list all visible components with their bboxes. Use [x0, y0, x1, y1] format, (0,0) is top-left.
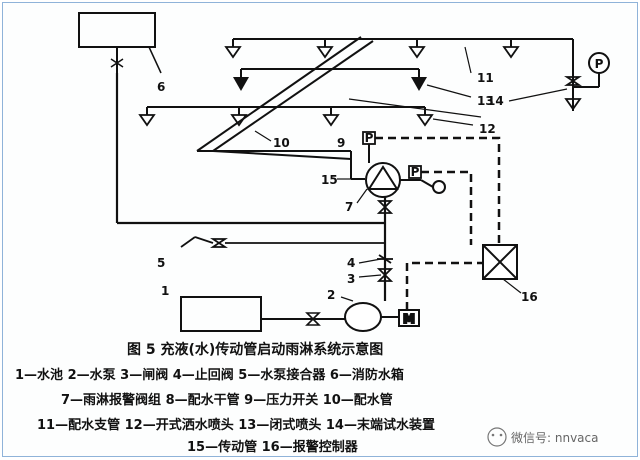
svg-text:M: M: [403, 312, 415, 326]
figure-caption: 图 5 充液(水)传动管启动雨淋系统示意图: [127, 341, 383, 358]
label-4: 4: [347, 256, 355, 270]
pressure-switch: P: [362, 131, 376, 163]
label-2: 2: [327, 288, 335, 302]
label-13: 13: [477, 94, 494, 108]
end-test-device: [564, 76, 582, 111]
label-12: 12: [479, 122, 496, 136]
label-11: 11: [477, 71, 494, 85]
watermark: 微信号: nnvaca: [487, 427, 598, 447]
distribution-pipe: [146, 106, 426, 115]
signal-lines: [375, 136, 501, 310]
label-7: 7: [345, 200, 353, 214]
watermark-text: 微信号: nnvaca: [511, 431, 598, 445]
water-pump: M: [344, 302, 420, 332]
label-5: 5: [157, 256, 165, 270]
main-feed-pipe: [196, 36, 374, 160]
label-10: 10: [273, 136, 290, 150]
alarm-controller: [482, 244, 518, 280]
label-14: 14: [487, 94, 504, 108]
label-1: 1: [161, 284, 169, 298]
legend-line-3: 11—配水支管 12—开式洒水喷头 13—闭式喷头 14—末端试水装置: [37, 417, 435, 433]
fire-water-tank: [78, 12, 162, 74]
transmission-pipe: [350, 159, 365, 180]
pump-adapter: [180, 236, 385, 248]
open-sprinkler-head-row-low: [138, 114, 434, 127]
tank-supply-pipe: [115, 73, 385, 225]
deluge-alarm-valve: [365, 162, 446, 198]
gate-valve-upper: [376, 200, 394, 214]
label-9: 9: [337, 136, 345, 150]
svg-text:P: P: [595, 57, 604, 71]
label-15: 15: [321, 173, 338, 187]
leader-lines: [254, 46, 568, 302]
label-6: 6: [157, 80, 165, 94]
closed-sprinkler-heads: [233, 77, 427, 91]
legend-line-4: 15—传动管 16—报警控制器: [187, 439, 359, 455]
legend-line-1: 1—水池 2—水泵 3—闸阀 4—止回阀 5—水泵接合器 6—消防水箱: [15, 367, 404, 383]
valve-pressure-switch: P: [408, 165, 422, 179]
pressure-gauge: P: [573, 52, 610, 88]
svg-text:P: P: [365, 131, 374, 145]
branch-pipe-top: [232, 38, 574, 111]
label-16: 16: [521, 290, 538, 304]
open-sprinkler-head-row-top: [224, 46, 520, 59]
closed-sprinkler-pipe: [240, 68, 420, 77]
water-pool: [180, 296, 347, 332]
sprinkler-system-diagram: P: [15, 12, 610, 455]
label-3: 3: [347, 272, 355, 286]
svg-text:P: P: [411, 165, 420, 179]
gate-valve: [376, 268, 394, 282]
legend-line-2: 7—雨淋报警阀组 8—配水干管 9—压力开关 10—配水管: [61, 392, 393, 408]
